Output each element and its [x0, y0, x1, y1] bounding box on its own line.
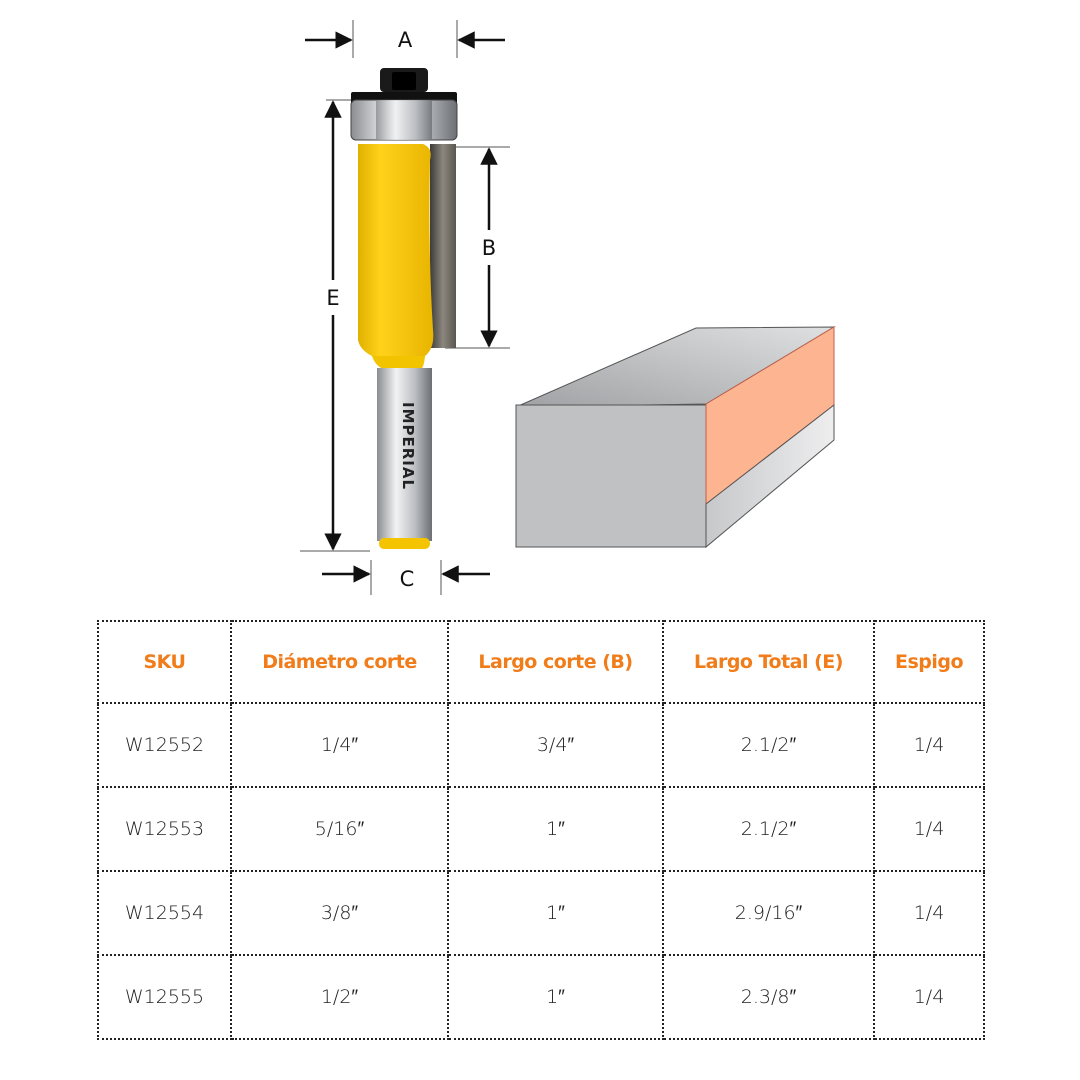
header-cut-length: Largo corte (B)	[447, 620, 664, 704]
table-header-row: SKU Diámetro corte Largo corte (B) Largo…	[97, 620, 985, 704]
bit-blade	[430, 144, 456, 348]
bit-shank	[377, 368, 432, 541]
cell-cut-diameter: 3/8″	[230, 870, 449, 956]
router-bit-diagram: A E B C IMPERIAL	[300, 20, 836, 595]
header-cut-diameter: Diámetro corte	[230, 620, 449, 704]
cell-total-length: 2.9/16″	[662, 870, 875, 956]
cell-shank: 1/4	[873, 954, 985, 1040]
cell-cut-diameter: 5/16″	[230, 786, 449, 872]
header-sku: SKU	[97, 620, 232, 704]
cell-shank: 1/4	[873, 702, 985, 788]
dimension-e: E	[300, 99, 372, 552]
block-front-face	[515, 404, 707, 548]
cell-shank: 1/4	[873, 870, 985, 956]
cell-cut-length: 1″	[447, 786, 664, 872]
dimension-b-label: B	[482, 236, 496, 260]
cell-cut-length: 1″	[447, 870, 664, 956]
header-total-length: Largo Total (E)	[662, 620, 875, 704]
dimension-c-label: C	[400, 567, 415, 591]
cell-cut-diameter: 1/2″	[230, 954, 449, 1040]
cell-total-length: 2.1/2″	[662, 702, 875, 788]
table-row: W12553 5/16″ 1″ 2.1/2″ 1/4	[97, 786, 985, 872]
cell-cut-diameter: 1/4″	[230, 702, 449, 788]
dimension-e-label: E	[326, 286, 339, 310]
cell-sku: W12553	[97, 786, 232, 872]
cell-cut-length: 1″	[447, 954, 664, 1040]
dimension-c: C	[322, 560, 490, 595]
cell-sku: W12554	[97, 870, 232, 956]
bit-body	[358, 144, 434, 356]
workpiece-block	[515, 326, 836, 549]
cell-total-length: 2.1/2″	[662, 786, 875, 872]
table-row: W12554 3/8″ 1″ 2.9/16″ 1/4	[97, 870, 985, 956]
header-shank: Espigo	[873, 620, 985, 704]
cell-sku: W12555	[97, 954, 232, 1040]
cell-shank: 1/4	[873, 786, 985, 872]
table-row: W12552 1/4″ 3/4″ 2.1/2″ 1/4	[97, 702, 985, 788]
dimension-a: A	[305, 20, 505, 58]
router-bit: IMPERIAL	[350, 68, 458, 549]
cell-cut-length: 3/4″	[447, 702, 664, 788]
table-row: W12555 1/2″ 1″ 2.3/8″ 1/4	[97, 954, 985, 1040]
brand-logo: IMPERIAL	[399, 402, 417, 490]
dimension-b: B	[445, 146, 510, 349]
specs-table: SKU Diámetro corte Largo corte (B) Largo…	[97, 620, 985, 1040]
dimension-a-label: A	[398, 28, 413, 52]
block-side-bottom	[705, 403, 835, 549]
cell-sku: W12552	[97, 702, 232, 788]
cell-total-length: 2.3/8″	[662, 954, 875, 1040]
